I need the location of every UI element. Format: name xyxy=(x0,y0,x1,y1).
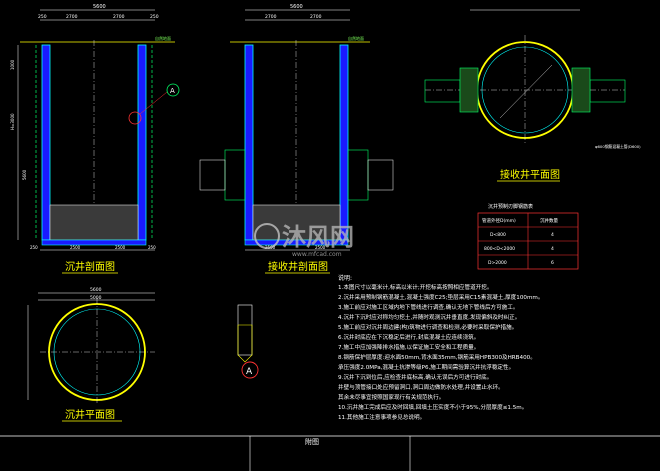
svg-text:2700: 2700 xyxy=(310,14,322,20)
svg-text:其余未尽事宜按照国家现行有关规范执行。: 其余未尽事宜按照国家现行有关规范执行。 xyxy=(338,393,444,401)
svg-text:沉井预制刃脚钢筋表: 沉井预制刃脚钢筋表 xyxy=(488,203,533,210)
caisson-top-dim: 5600 xyxy=(93,4,106,10)
svg-text:2700: 2700 xyxy=(66,14,78,20)
receiving-plan-title: 接收井平面图 xyxy=(500,168,560,181)
receiving-plan: φ600钢筋混凝土管(D600) 接收井平面图 xyxy=(424,9,641,182)
svg-text:5600: 5600 xyxy=(22,169,27,180)
caisson-section: 5600 250 2700 2700 250 自然地面 1000 H=3000 … xyxy=(10,4,180,274)
svg-text:4: 4 xyxy=(551,232,554,238)
svg-text:井壁与顶管接口处应预留洞口,洞口周边做防水处理,并设置止水环: 井壁与顶管接口处应预留洞口,洞口周边做防水处理,并设置止水环。 xyxy=(338,383,504,391)
svg-text:2.沉井采用预制钢筋混凝土,混凝土强度C25;垫层采用C15: 2.沉井采用预制钢筋混凝土,混凝土强度C25;垫层采用C15素混凝土,厚度100… xyxy=(338,293,543,301)
svg-text:250: 250 xyxy=(30,245,38,250)
svg-text:7.施工中应加强降排水措施,以保证施工安全和工程质量。: 7.施工中应加强降排水措施,以保证施工安全和工程质量。 xyxy=(338,343,479,351)
svg-text:沉井数量: 沉井数量 xyxy=(540,217,558,224)
watermark: 沐风网 www.mfcad.com xyxy=(254,223,354,258)
svg-text:5600: 5600 xyxy=(90,287,102,293)
svg-text:D<800: D<800 xyxy=(490,232,506,238)
caisson-section-title: 沉井剖面图 xyxy=(65,260,115,273)
svg-text:2700: 2700 xyxy=(265,14,277,20)
svg-text:800<D<2000: 800<D<2000 xyxy=(484,246,515,252)
svg-text:2500: 2500 xyxy=(70,245,81,250)
svg-text:自然地面: 自然地面 xyxy=(155,35,171,41)
svg-text:H=3000: H=3000 xyxy=(10,113,15,130)
svg-text:4.沉井下沉时应对称均匀挖土,并随时观测沉井垂直度,发现偏斜: 4.沉井下沉时应对称均匀挖土,并随时观测沉井垂直度,发现偏斜及时纠正。 xyxy=(338,313,520,321)
receiving-section: 5600 2700 2700 自然地面 2500 2500 接收井剖面图 xyxy=(199,4,394,274)
svg-text:A: A xyxy=(246,367,253,377)
footer: 附图 xyxy=(0,435,660,471)
svg-text:4: 4 xyxy=(551,246,554,252)
svg-text:250: 250 xyxy=(38,14,47,20)
svg-text:2500: 2500 xyxy=(315,245,326,250)
svg-text:D>2000: D>2000 xyxy=(488,260,507,266)
svg-text:自然地面: 自然地面 xyxy=(348,35,364,41)
svg-text:250: 250 xyxy=(148,245,156,250)
svg-text:10.沉井施工完成后应及时回填,回填土压实度不小于95%,分: 10.沉井施工完成后应及时回填,回填土压实度不小于95%,分层厚度≤1.5m。 xyxy=(338,403,527,411)
svg-text:1000: 1000 xyxy=(10,59,15,70)
svg-text:6: 6 xyxy=(551,260,554,266)
detail-a-label: A xyxy=(170,87,175,95)
svg-text:承压强度2.0MPa,混凝土抗渗等级P6,施工期间需验算沉井: 承压强度2.0MPa,混凝土抗渗等级P6,施工期间需验算沉井抗浮稳定性。 xyxy=(338,363,514,371)
footer-title: 附图 xyxy=(305,437,319,446)
svg-text:说明:: 说明: xyxy=(338,274,352,282)
svg-text:8.钢筋保护层厚度:迎水面50mm,背水面35mm,钢筋采用: 8.钢筋保护层厚度:迎水面50mm,背水面35mm,钢筋采用HPB300及HRB… xyxy=(338,353,536,361)
svg-text:11.其他施工注意事项参见总说明。: 11.其他施工注意事项参见总说明。 xyxy=(338,413,425,421)
svg-text:5000: 5000 xyxy=(90,295,102,301)
svg-text:3.施工前应对施工区域内地下管线进行调查,确认无地下管线后方: 3.施工前应对施工区域内地下管线进行调查,确认无地下管线后方可施工。 xyxy=(338,303,519,311)
notes: 说明: 1.本图尺寸以毫米计,标高以米计;开挖标高按照相应管道开挖。 2.沉井采… xyxy=(338,274,543,421)
svg-text:1.本图尺寸以毫米计,标高以米计;开挖标高按照相应管道开挖。: 1.本图尺寸以毫米计,标高以米计;开挖标高按照相应管道开挖。 xyxy=(338,283,492,291)
svg-text:5600: 5600 xyxy=(290,4,303,10)
svg-text:6.沉井封底应在下沉稳定后进行,封底混凝土应连续浇筑。: 6.沉井封底应在下沉稳定后进行,封底混凝土应连续浇筑。 xyxy=(338,333,479,341)
svg-text:沐风网: 沐风网 xyxy=(282,223,354,251)
rebar-table: 沉井预制刃脚钢筋表 管道外径D(mm) 沉井数量 D<800 4 800<D<2… xyxy=(477,203,579,270)
svg-text:2700: 2700 xyxy=(113,14,125,20)
svg-text:φ600钢筋混凝土管(D600): φ600钢筋混凝土管(D600) xyxy=(595,144,641,149)
svg-text:9.沉井下沉到位后,应检查井底标高,确认无误后方可进行封底。: 9.沉井下沉到位后,应检查井底标高,确认无误后方可进行封底。 xyxy=(338,373,492,381)
receiving-section-title: 接收井剖面图 xyxy=(268,260,328,273)
svg-text:2500: 2500 xyxy=(115,245,126,250)
detail-a: A xyxy=(237,304,259,379)
svg-text:www.mfcad.com: www.mfcad.com xyxy=(292,251,342,258)
caisson-plan-title: 沉井平面图 xyxy=(65,408,115,421)
svg-text:250: 250 xyxy=(150,14,159,20)
svg-text:管道外径D(mm): 管道外径D(mm) xyxy=(482,217,516,224)
caisson-plan: 5600 5000 沉井平面图 xyxy=(27,287,155,422)
svg-text:5.施工前应对沉井周边建(构)筑物进行调查和检测,必要时采取: 5.施工前应对沉井周边建(构)筑物进行调查和检测,必要时采取保护措施。 xyxy=(338,323,517,331)
